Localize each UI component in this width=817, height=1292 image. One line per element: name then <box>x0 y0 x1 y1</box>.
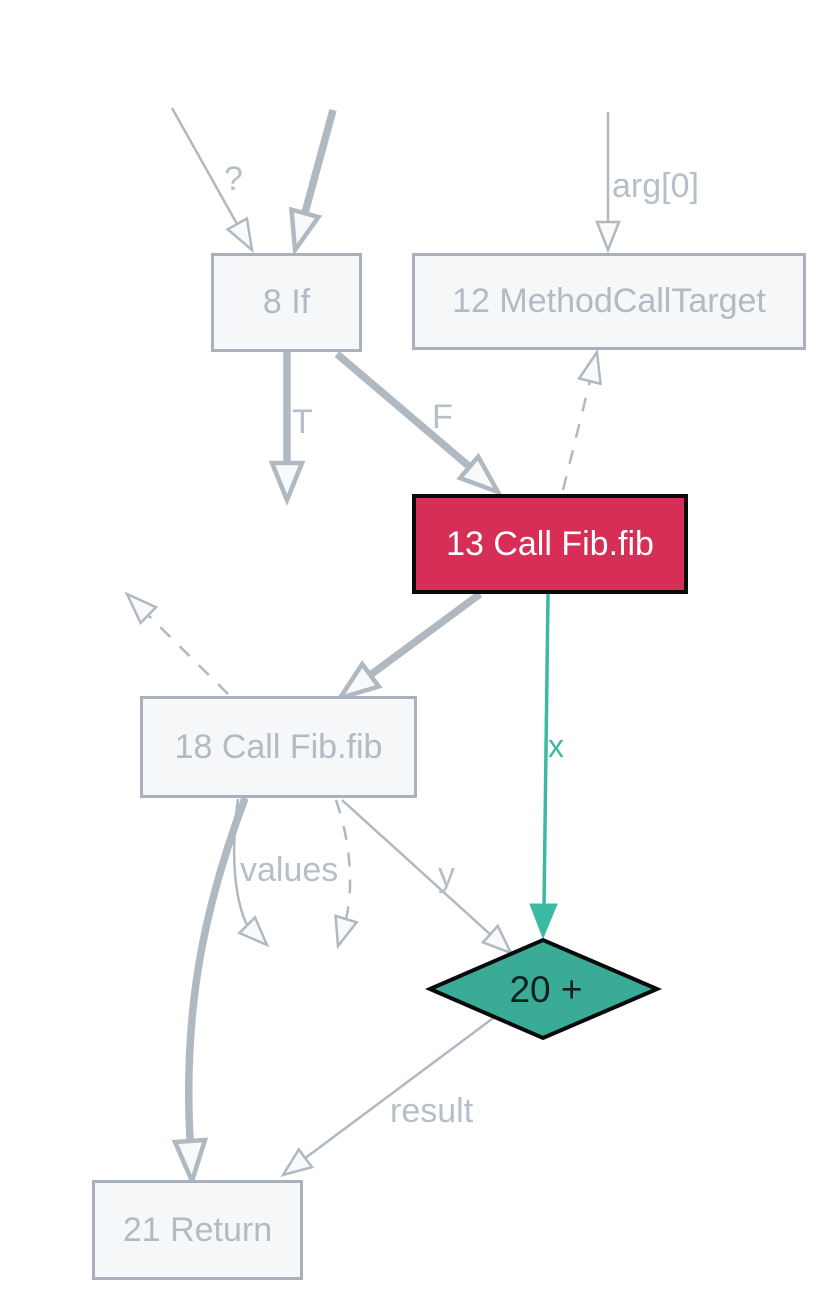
node-18-call-fib[interactable]: 18 Call Fib.fib <box>140 696 417 798</box>
edge-label-y: y <box>438 856 455 894</box>
arrowhead <box>456 452 503 497</box>
edge-result: result <box>280 1011 501 1178</box>
arrowhead <box>237 915 270 948</box>
edge-call13-to-calltarget-dashed <box>561 348 602 491</box>
arrowhead <box>334 660 383 702</box>
node-label: 20 + <box>509 969 582 1010</box>
node-20-add[interactable]: 20 + <box>424 937 663 1041</box>
edge-call13-to-call18 <box>334 590 483 702</box>
edge-values: values <box>232 798 338 948</box>
node-label: 13 Call Fib.fib <box>446 524 654 563</box>
edge-if-true: T <box>268 352 313 506</box>
arrowhead <box>480 923 514 956</box>
arrowhead <box>288 206 323 257</box>
edge-control-into-if <box>288 109 337 257</box>
arrowhead <box>268 460 306 506</box>
node-label: 21 Return <box>122 1210 273 1249</box>
edge-question-into-if: ? <box>170 107 254 254</box>
node-12-methodcalltarget[interactable]: 12 MethodCallTarget <box>412 253 806 350</box>
edge-call18-to-return <box>171 796 249 1188</box>
node-8-if[interactable]: 8 If <box>211 253 362 352</box>
arrowhead <box>334 914 359 950</box>
edge-label-arg0: arg[0] <box>612 167 699 205</box>
arrowhead <box>124 591 159 626</box>
node-13-call-fib[interactable]: 13 Call Fib.fib <box>412 494 688 594</box>
edge-label-false: F <box>432 398 453 436</box>
edge-call18-dashed-down <box>334 799 359 950</box>
arrowhead <box>529 903 558 940</box>
arrowhead <box>171 1137 209 1188</box>
diamond-shape[interactable] <box>424 937 663 1041</box>
edge-label-question: ? <box>224 160 243 198</box>
node-label: 8 If <box>262 283 311 321</box>
arrowhead <box>280 1147 315 1178</box>
edge-if-false: F <box>334 351 503 497</box>
node-21-return[interactable]: 21 Return <box>92 1180 303 1280</box>
edge-label-result: result <box>390 1092 474 1130</box>
edge-label-true: T <box>292 403 313 441</box>
edge-label-x: x <box>548 728 564 764</box>
edge-y: y <box>341 799 514 956</box>
arrowhead <box>225 216 254 254</box>
node-label: 18 Call Fib.fib <box>174 727 383 766</box>
arrowhead <box>595 220 621 254</box>
node-label: 12 MethodCallTarget <box>452 282 766 320</box>
edge-arg0-into-calltarget: arg[0] <box>595 112 699 254</box>
edge-x: x <box>529 593 564 940</box>
edge-label-values: values <box>240 851 338 889</box>
arrowhead <box>577 348 602 386</box>
edge-call18-dashed-up <box>124 591 229 695</box>
